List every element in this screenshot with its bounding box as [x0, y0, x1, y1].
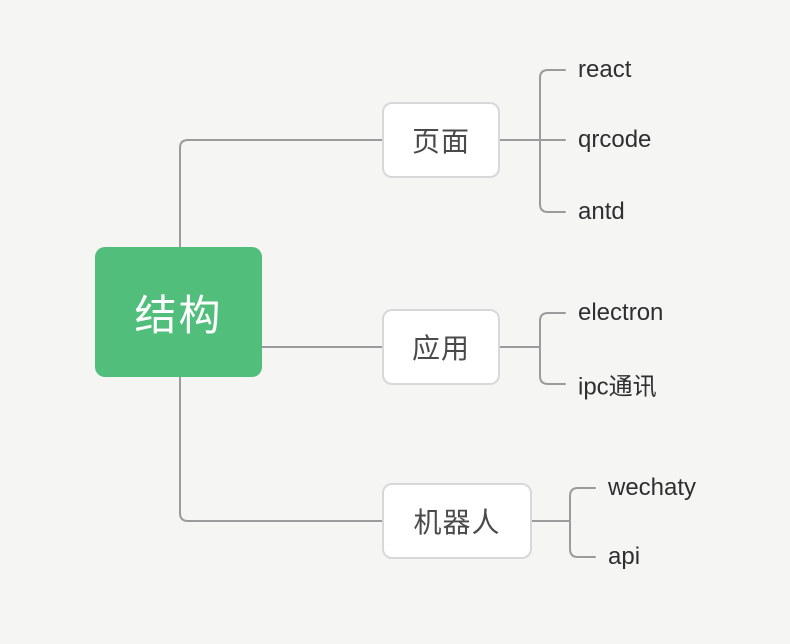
branch-node-app-label: 应用 — [411, 333, 470, 364]
connector-page-bracket — [539, 69, 566, 213]
branch-node-page-label: 页面 — [411, 126, 470, 157]
leaf-node-ipc[interactable]: ipc通讯 — [578, 373, 657, 401]
root-node[interactable]: 结构 — [95, 247, 262, 377]
leaf-node-qrcode[interactable]: qrcode — [578, 126, 652, 153]
connector-root-to-page — [179, 139, 383, 248]
branch-node-page[interactable]: 页面 — [382, 102, 500, 178]
connector-root-to-robot — [179, 376, 383, 522]
branch-node-app[interactable]: 应用 — [382, 309, 500, 385]
leaf-node-antd[interactable]: antd — [578, 198, 625, 225]
leaf-node-api[interactable]: api — [608, 543, 641, 570]
root-node-label: 结构 — [134, 291, 223, 339]
connector-robot-bracket — [569, 487, 596, 558]
leaf-node-electron[interactable]: electron — [578, 299, 664, 326]
branch-node-robot[interactable]: 机器人 — [382, 483, 532, 559]
leaf-node-react[interactable]: react — [578, 56, 632, 83]
connector-app-bracket — [539, 312, 566, 385]
branch-node-robot-label: 机器人 — [413, 507, 501, 538]
leaf-node-wechaty[interactable]: wechaty — [608, 474, 697, 501]
